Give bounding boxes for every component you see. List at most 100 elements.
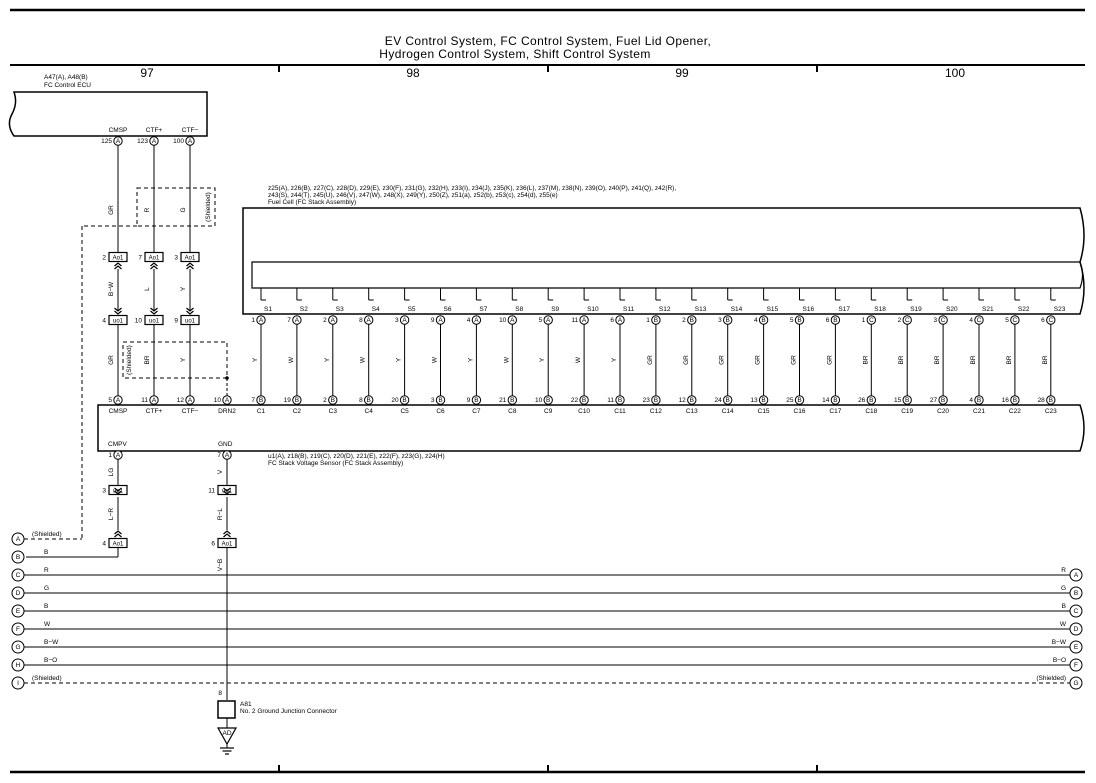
cmpv-connector-1-num: 3 [102,487,106,494]
cell-bottom-pin-number: 27 [930,397,938,404]
ecu-wire-harness: GRAo12B−Wuo14GRRAo17Luo110BRGAo13Yuo19YA… [102,145,236,415]
sensor-input-pin-label: DRN2 [218,408,236,415]
bus-left-wire-color: (Shielded) [32,531,62,538]
cell-label: S14 [731,306,743,313]
shield-label-lower: (Shielded) [126,345,133,375]
connector-uo1-num: 4 [102,317,106,324]
cell-channel-label: C5 [400,408,409,415]
bus-left-terminal: F [16,626,20,633]
cell-bottom-pin: B [331,397,335,404]
cell-bottom-pin: B [295,397,299,404]
cell-channel-label: C17 [829,408,841,415]
cell-channel-label: C11 [614,408,626,415]
cell-wire-color: BR [862,355,869,364]
cell-bottom-pin: B [259,397,263,404]
cell-top-pin: A [259,317,264,324]
connector-ao1-code: Ao1 [185,255,196,261]
cell-wire-color: BR [1006,355,1013,364]
ecu-pin-number: 100 [173,138,184,145]
cell-top-pin: A [438,317,443,324]
cell-label: S18 [874,306,886,313]
wire-color-mid: Y [180,286,187,291]
cell-channel-label: C6 [436,408,445,415]
sensor-ref: u1(A), z18(B), z19(C), z20(D), z21(E), z… [268,453,445,460]
cell-label: S7 [479,306,487,313]
cell-bottom-pin: B [869,397,873,404]
title-line-1: EV Control System, FC Control System, Fu… [385,34,711,48]
cell-wire-color: Y [252,357,259,362]
cell-bottom-pin-number: 19 [284,397,292,404]
cell-top-pin-number: 6 [826,317,830,324]
cell-top-pin-number: 6 [610,317,614,324]
bus-left-wire-color: (Shielded) [32,675,62,682]
cell-bottom-pin: B [367,397,371,404]
fuel-cell-name: Fuel Cell (FC Stack Assembly) [268,199,356,206]
cell-top-pin-number: 3 [718,317,722,324]
bus-left-terminal: I [17,680,19,687]
bus-right-wire-color: W [1060,621,1067,628]
cmpv-connector-2-num: 4 [102,540,106,547]
cell-wire-color: Y [324,357,331,362]
cell-top-pin-number: 2 [323,317,327,324]
connector-ao1-num: 7 [138,254,142,261]
cell-bottom-pin: B [402,397,406,404]
bus-left-terminal: E [16,608,21,615]
cell-top-pin-number: 6 [1041,317,1045,324]
cell-top-pin-number: 1 [646,317,650,324]
cell-label: S20 [946,306,958,313]
cell-label: S3 [336,306,344,313]
cell-bottom-pin-number: 11 [607,397,614,404]
cell-bottom-pin-number: 7 [251,397,255,404]
cell-wire-color: GR [683,355,690,365]
shield-label-upper: (Shielded) [205,192,212,222]
gnd-pin-number: 7 [217,452,221,459]
ground-pin-number: 8 [218,690,222,697]
cell-channel-label: C16 [794,408,806,415]
cell-top-pin: B [761,317,765,324]
ecu-pin-letter: A [116,138,121,145]
gnd-connector-2-code: Ao1 [222,541,233,547]
cell-wire-color: Y [539,357,546,362]
cell-wire-color: GR [755,355,762,365]
bus-right-terminal: B [1074,590,1078,597]
shield-boxes: (Shielded) (Shielded) [81,187,229,539]
cell-top-pin: A [546,317,551,324]
bus-left-terminal: G [15,644,20,651]
ecu-pin-letter: A [188,138,193,145]
cell-top-pin-number: 11 [571,317,578,324]
bus-left-wire-color: W [44,621,51,628]
ecu-name: FC Control ECU [44,82,91,89]
cell-label: S17 [838,306,850,313]
bus-left-wire-color: B [44,549,48,556]
cell-bottom-pin-number: 2 [323,397,327,404]
cell-bottom-pin: B [618,397,622,404]
cell-label: S23 [1054,306,1066,313]
cell-channel-label: C13 [686,408,698,415]
wire-color-upper: G [180,207,187,212]
ecu-pin-letter: A [152,138,157,145]
cell-bottom-pin: B [726,397,730,404]
connector-ao1-code: Ao1 [149,255,160,261]
bus-left-terminal: H [16,662,21,669]
sensor-input-pin: A [188,397,193,404]
sensor-input-pin-label: CTF− [182,408,199,415]
cmpv-pin: A [116,452,121,459]
cell-label: S6 [444,306,452,313]
cell-wire-color: BR [934,355,941,364]
connector-uo1-code: uo1 [113,318,124,324]
ecu-pin-label: CTF+ [146,127,163,134]
cell-bottom-pin: B [474,397,478,404]
cell-top-pin: C [1048,317,1053,324]
cell-wire-color: W [360,356,367,363]
cell-top-pin: A [367,317,372,324]
cell-channel-label: C8 [508,408,517,415]
gnd-wire-2: R−L [217,508,224,520]
cell-bottom-pin-number: 21 [499,397,507,404]
cell-bottom-pin-number: 16 [1002,397,1010,404]
cell-label: S11 [623,306,634,313]
cell-bottom-pin: B [1013,397,1017,404]
cell-wire-color: W [432,356,439,363]
